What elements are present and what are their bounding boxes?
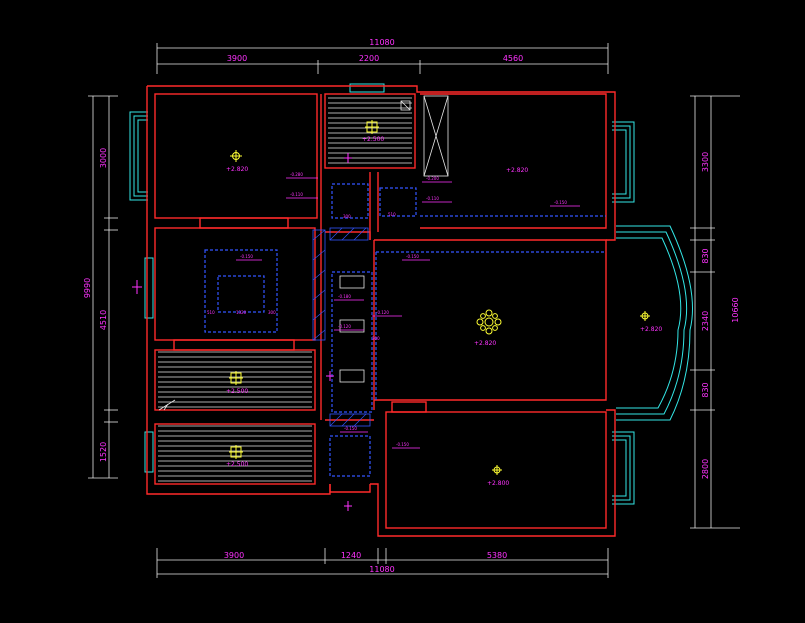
ceiling-tag: -0.150	[396, 442, 409, 447]
dim-top-total: 11080	[369, 38, 394, 47]
ceiling-outlines	[204, 183, 606, 477]
ceiling-tag: -0.150	[554, 200, 567, 205]
level-room-ne: +2.820	[506, 167, 528, 174]
small-dimensions: 300 510 510 300 1320 300	[207, 212, 396, 341]
light-icon	[229, 445, 243, 459]
ceiling-tag: -0.180	[338, 294, 351, 299]
level-living: +2.820	[474, 340, 496, 347]
windows	[129, 83, 693, 505]
dim-bottom-seg-2: 1240	[341, 551, 361, 560]
dim-left-seg-1: 3000	[99, 148, 108, 168]
ceiling-tag: -0.200	[426, 176, 439, 181]
dim-top-seg-3: 4560	[503, 54, 523, 63]
dim-right-seg-2: 830	[701, 248, 710, 263]
light-fixtures	[132, 120, 650, 511]
ceiling-tag: -0.150	[406, 254, 419, 259]
level-bath-mid: +2.500	[226, 388, 248, 395]
dim-top-seg-1: 3900	[227, 54, 247, 63]
wall-light-icon	[344, 501, 352, 511]
small-dim: 510	[207, 310, 215, 315]
dim-right-seg-1: 3300	[701, 152, 710, 172]
dim-bottom-total: 11080	[369, 565, 394, 574]
ceiling-tag: -0.150	[240, 254, 253, 259]
tile-hatching	[158, 97, 412, 482]
dim-left-seg-2: 4510	[99, 310, 108, 330]
ceiling-tag: -0.110	[290, 192, 303, 197]
dimension-lines	[88, 43, 740, 578]
ceiling-tags: -0.280 -0.110 -0.200 -0.110 -0.150 -0.15…	[236, 172, 580, 449]
dim-right-total: 10660	[731, 297, 740, 322]
small-dim: 510	[388, 212, 396, 217]
level-bath-top: +2.500	[362, 136, 384, 143]
chandelier-icon	[476, 309, 502, 335]
ceiling-tag: -0.120	[338, 324, 351, 329]
ceiling-tag: -0.150	[344, 426, 357, 431]
dim-right-seg-5: 2800	[701, 459, 710, 479]
light-icon	[640, 311, 650, 321]
level-room-nw: +2.820	[226, 166, 248, 173]
wall-light-icon	[326, 371, 334, 381]
dim-bottom-seg-1: 3900	[224, 551, 244, 560]
dim-bottom-seg-3: 5380	[487, 551, 507, 560]
ceiling-tag: -0.120	[376, 310, 389, 315]
small-dim: 1320	[236, 310, 247, 315]
small-dim: 300	[268, 310, 276, 315]
dim-left-seg-3: 1520	[99, 442, 108, 462]
level-room-se: +2.800	[487, 480, 509, 487]
wall-light-icon	[344, 153, 352, 163]
walls	[146, 85, 616, 537]
small-dim: 300	[343, 214, 351, 219]
light-icon	[229, 371, 243, 385]
level-bath-low: +2.500	[226, 461, 248, 468]
dim-left-total: 9990	[83, 278, 92, 298]
small-dim: 300	[372, 336, 380, 341]
column-hatching	[312, 227, 371, 427]
light-icon	[492, 465, 502, 475]
ceiling-tag: -0.280	[290, 172, 303, 177]
light-icon	[230, 150, 242, 162]
dim-top-seg-2: 2200	[359, 54, 379, 63]
level-bay: +2.820	[640, 326, 662, 333]
dim-right-seg-3: 2340	[701, 311, 710, 331]
dim-right-seg-4: 830	[701, 382, 710, 397]
light-icon	[365, 120, 379, 134]
wall-light-icon	[132, 280, 142, 294]
closet-boxes	[339, 95, 449, 383]
ceiling-tag: -0.110	[426, 196, 439, 201]
